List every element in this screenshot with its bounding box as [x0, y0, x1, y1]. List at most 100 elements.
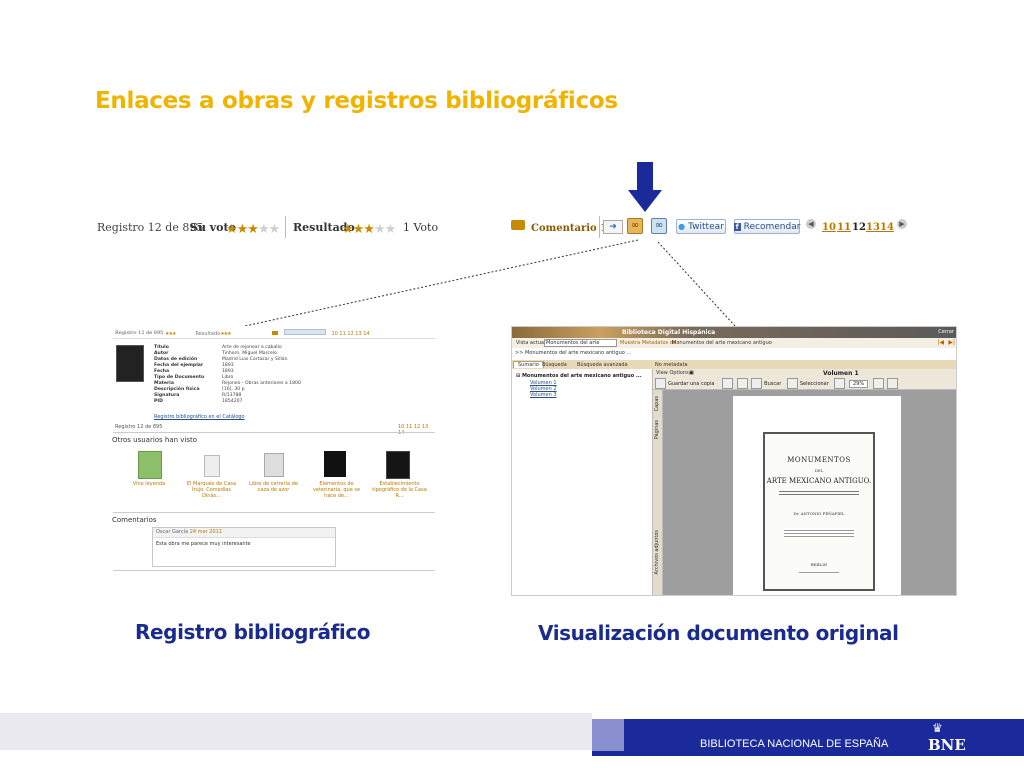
record-field-value: 1893 [222, 369, 234, 374]
metadata-value: Monumentos del arte mexicano antiguo [672, 340, 772, 346]
doc-author: Dr. ANTONIO PEÑAFIEL [793, 511, 845, 516]
twitter-button[interactable]: ●Twittear [676, 219, 726, 234]
save-copy-button[interactable]: Guardar una copia [668, 381, 715, 387]
viewer-app-title: Biblioteca Digital Hispánica [622, 329, 716, 336]
vista-select[interactable]: Monumentos del arte [544, 339, 617, 347]
page-link-13[interactable]: 13 [866, 222, 880, 233]
book-title-2[interactable]: El Marqués de Casa Irujo. Comedias Dinás… [186, 481, 237, 499]
book-title-1[interactable]: Vino leyenda [132, 481, 166, 487]
tree-item-volume-3[interactable]: Volumen 3 [530, 392, 557, 398]
search-button[interactable]: Buscar [764, 381, 782, 387]
tab-busqueda-avanzada[interactable]: Búsqueda avanzada [577, 362, 628, 368]
footer-bar [592, 719, 1024, 756]
prev-page-icon[interactable]: ◀ [806, 219, 816, 229]
book-cover-4[interactable] [324, 451, 346, 477]
link-record-icon[interactable]: ∞ [651, 218, 667, 234]
comment-author: Oscar García [156, 529, 189, 535]
tree-item-volume-1[interactable]: Volumen 1 [530, 380, 557, 386]
viewer-close[interactable]: Cerrar [938, 329, 954, 335]
user-vote-stars[interactable]: ★★★★★ [226, 218, 280, 237]
book-cover-5[interactable] [386, 451, 410, 479]
record-field-label: Fecha [154, 369, 170, 374]
viewer-screenshot: Biblioteca Digital Hispánica Cerrar Vist… [511, 326, 957, 596]
print-icon[interactable]: ▣ [689, 370, 694, 376]
star-icon[interactable]: ★★★ [226, 222, 259, 237]
record-field-value: 1854207 [222, 399, 243, 404]
tree-panel: ⊟ Monumentos del arte mexicano antiguo .… [512, 369, 653, 595]
tree-root[interactable]: ⊟ Monumentos del arte mexicano antiguo .… [516, 373, 642, 379]
page-link-14[interactable]: 14 [880, 222, 894, 233]
viewer-breadcrumb[interactable]: >> Monumentos del arte mexicano antiguo … [515, 350, 632, 356]
search-icon[interactable] [751, 378, 763, 389]
footer-square [592, 719, 624, 751]
doc-title-line-3: ARTE MEXICANO ANTIGUO. [766, 477, 872, 485]
mail-icon[interactable] [736, 378, 748, 389]
record-field-value: Madrid Luis Cortazar y Sillán [222, 357, 288, 362]
book-cover-3[interactable] [264, 453, 284, 477]
print-tool-icon[interactable] [721, 378, 733, 389]
book-title-4[interactable]: Elementos de veterinaria, que se hace de… [312, 481, 361, 499]
side-tab-paginas[interactable]: Páginas [654, 420, 660, 440]
link-work-icon[interactable]: ∞ [627, 218, 643, 234]
star-empty-icon[interactable]: ★★ [257, 222, 280, 237]
zoom-level[interactable]: 29% [848, 380, 869, 388]
view-options[interactable]: View Options [656, 370, 689, 376]
vote-count: 1 Voto [403, 221, 439, 234]
comment-box: Oscar García 24 mar 2011 Esta obra me pa… [152, 527, 336, 567]
side-tab-capas[interactable]: Capas [654, 396, 660, 412]
record-field-label: Signatura [154, 393, 180, 398]
catalog-link[interactable]: Registro bibliográfico en el Catálogo [154, 414, 245, 420]
share-arrow-icon[interactable]: ➜ [603, 220, 623, 234]
down-arrow-icon [628, 162, 662, 212]
twitter-icon: ● [678, 222, 686, 231]
caption-original-document: Visualización documento original [538, 621, 899, 645]
hand-tool-icon[interactable] [786, 378, 798, 389]
next-page-icon[interactable]: ▶ [897, 219, 907, 229]
doc-city: BERLIN [810, 562, 828, 567]
tree-item-volume-2[interactable]: Volumen 2 [530, 386, 557, 392]
book-covers: Vino leyenda El Marqués de Casa Irujo. C… [124, 451, 434, 511]
no-metadata: No metadata [655, 362, 688, 368]
doc-title-line-1: MONUMENTOS [787, 456, 851, 464]
side-tab-adjuntos[interactable]: Archivos adjuntos [654, 530, 660, 575]
zoom-icon[interactable] [834, 378, 846, 389]
footer-light-band [0, 713, 592, 750]
book-cover-1[interactable] [138, 451, 162, 479]
page-link-11[interactable]: 11 [837, 222, 851, 233]
comment-link[interactable]: Comentario 1 [531, 223, 608, 234]
tab-sumario[interactable]: Sumario [513, 361, 544, 368]
save-copy-icon[interactable] [655, 378, 666, 389]
slide-title: Enlaces a obras y registros bibliográfic… [95, 88, 618, 114]
record-field-label: Descripción física [154, 387, 200, 392]
others-heading: Otros usuarios han visto [112, 436, 198, 444]
metadata-label: Muestra Metadatos de : [620, 340, 680, 346]
viewer-header: Biblioteca Digital Hispánica Cerrar [512, 327, 956, 338]
select-button[interactable]: Seleccionar [799, 381, 829, 387]
mini-record-counter-bottom: Registro 12 de 895 [115, 424, 163, 430]
book-title-5[interactable]: Establecimiento tipográfico de la Casa R… [372, 481, 427, 499]
record-field-label: Tipo de Documento [154, 375, 205, 380]
page-link-10[interactable]: 10 [822, 222, 836, 233]
mini-pages-bottom[interactable]: 10 11 12 13 14 [398, 424, 429, 436]
book-cover-2[interactable] [204, 455, 220, 477]
record-counter: Registro 12 de 895 [97, 221, 204, 234]
record-field-label: Fecha del ejemplar [154, 363, 204, 368]
vista-label: Vista actual: [516, 340, 547, 346]
book-title-3[interactable]: Libro de cetrería de caza de azor [249, 481, 298, 493]
document-page[interactable]: MONUMENTOS DEL ARTE MEXICANO ANTIGUO. Dr… [733, 396, 901, 595]
comment-icon[interactable] [511, 220, 525, 230]
book-thumbnail[interactable] [116, 345, 144, 382]
fit-page-icon[interactable] [887, 378, 899, 389]
zoom-in-icon[interactable] [872, 378, 884, 389]
comment-date: 24 mar 2011 [189, 529, 222, 535]
last-page-icon[interactable]: ▶| [948, 339, 955, 346]
caption-bibliographic-record: Registro bibliográfico [135, 620, 371, 644]
first-page-icon[interactable]: |◀ [937, 339, 944, 346]
tab-busqueda[interactable]: Búsqueda [542, 362, 567, 368]
result-stars: ★★★★★ [342, 222, 396, 237]
result-label: Resultado [293, 221, 355, 234]
